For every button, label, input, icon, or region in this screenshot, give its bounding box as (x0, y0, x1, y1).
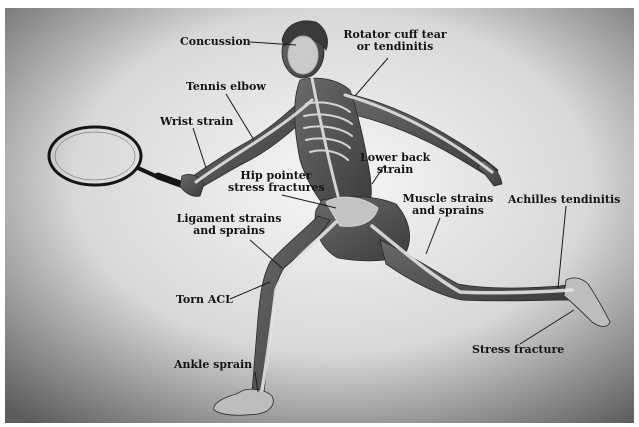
label-ankle-sprain: Ankle sprain (174, 359, 252, 371)
label-muscle-strains-line2: and sprains (400, 205, 496, 217)
label-torn-acl: Torn ACL (176, 294, 233, 306)
skull (288, 36, 318, 74)
label-muscle-strains: Muscle strains and sprains (400, 193, 496, 217)
label-tennis-elbow: Tennis elbow (186, 81, 266, 93)
label-hip-pointer: Hip pointer stress fractures (228, 170, 324, 194)
label-concussion: Concussion (180, 36, 251, 48)
label-rotator-cuff-line2: or tendinitis (340, 41, 450, 53)
label-achilles: Achilles tendinitis (508, 194, 620, 206)
label-lower-back-line2: strain (360, 164, 430, 176)
label-wrist-strain: Wrist strain (160, 116, 233, 128)
label-lower-back: Lower back strain (360, 152, 430, 176)
label-stress-fracture: Stress fracture (472, 344, 564, 356)
label-hip-pointer-line2: stress fractures (228, 182, 324, 194)
label-rotator-cuff: Rotator cuff tear or tendinitis (340, 29, 450, 53)
label-ligament-line2: and sprains (174, 225, 284, 237)
label-ligament: Ligament strains and sprains (174, 213, 284, 237)
